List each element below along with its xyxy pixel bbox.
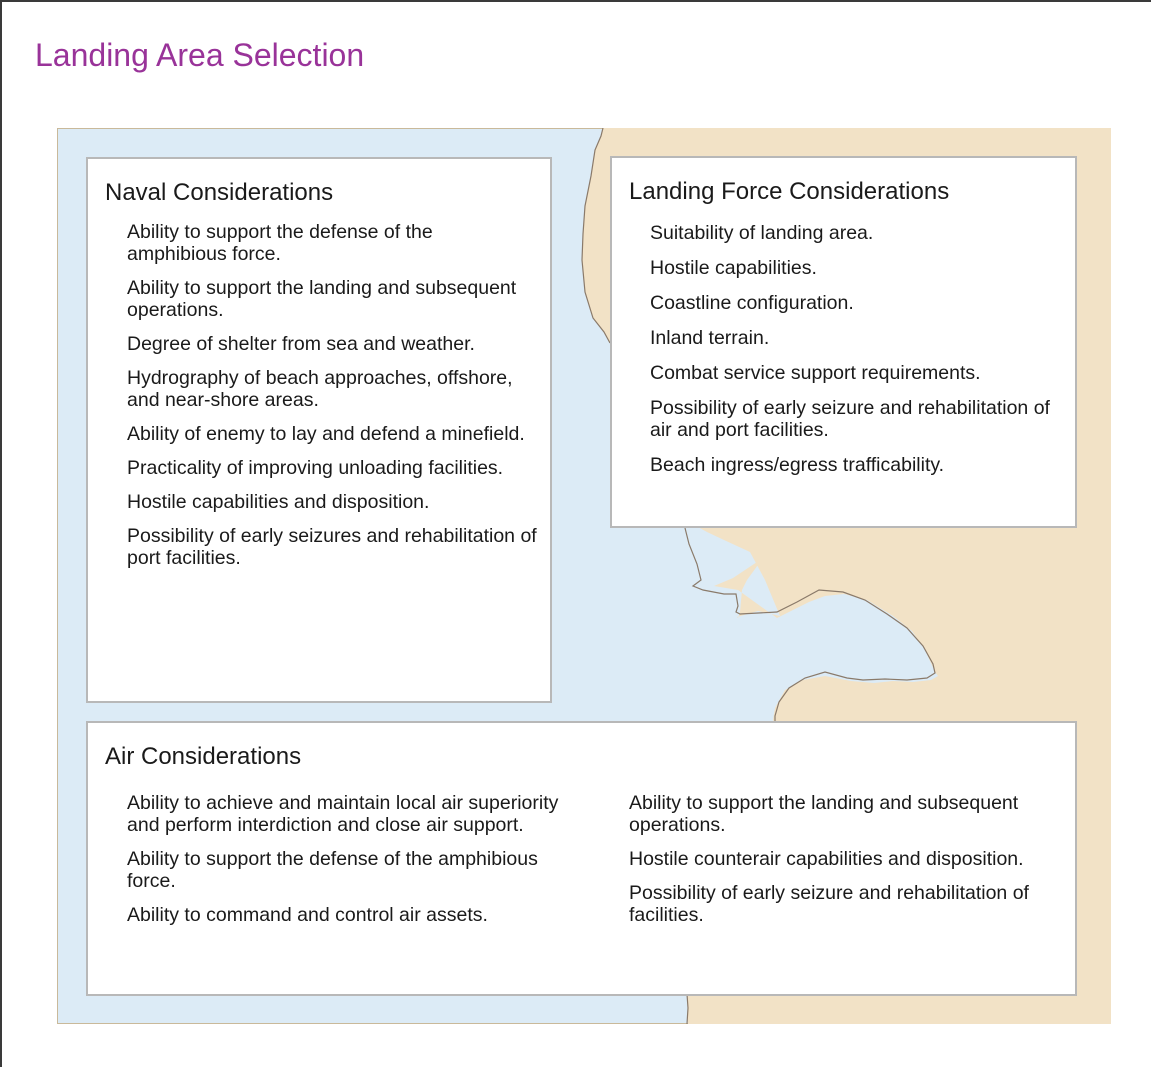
air-item: Hostile counterair capabilities and disp… [629, 848, 1024, 870]
naval-item: Degree of shelter from sea and weather. [127, 333, 475, 355]
naval-heading: Naval Considerations [105, 179, 334, 206]
naval-item: Hydrography of beach approaches, offshor… [127, 367, 513, 411]
naval-item: Ability to support the landing and subse… [127, 277, 517, 321]
naval-item: Ability to support the defense of the am… [127, 221, 433, 265]
landing-force-item: Inland terrain. [650, 327, 770, 349]
air-item: Ability to support the defense of the am… [127, 848, 538, 892]
naval-item: Ability of enemy to lay and defend a min… [127, 423, 525, 445]
naval-considerations-box: Naval Considerations Ability to support … [86, 157, 552, 703]
landing-force-item: Beach ingress/egress trafficability. [650, 454, 945, 476]
air-item: Ability to command and control air asset… [127, 904, 488, 926]
landing-force-considerations-box: Landing Force Considerations Suitability… [610, 156, 1077, 528]
air-list-right: Ability to support the landing and subse… [629, 792, 1049, 938]
landing-force-item: Combat service support requirements. [650, 362, 981, 384]
air-item: Ability to support the landing and subse… [629, 792, 1019, 836]
page-title: Landing Area Selection [35, 37, 365, 73]
naval-list: Ability to support the defense of the am… [127, 221, 537, 581]
air-list-left: Ability to achieve and maintain local ai… [127, 792, 587, 938]
landing-force-heading: Landing Force Considerations [629, 178, 950, 205]
air-heading: Air Considerations [105, 743, 302, 770]
landing-force-list: Suitability of landing area. Hostile cap… [650, 222, 1075, 489]
naval-item: Possibility of early seizures and rehabi… [127, 525, 537, 569]
landing-force-item: Possibility of early seizure and rehabil… [650, 397, 1050, 441]
air-item: Ability to achieve and maintain local ai… [127, 792, 559, 836]
landing-force-item: Hostile capabilities. [650, 257, 817, 279]
air-item: Possibility of early seizure and rehabil… [629, 882, 1029, 926]
landing-force-item: Coastline configuration. [650, 292, 854, 314]
naval-item: Practicality of improving unloading faci… [127, 457, 504, 479]
landing-force-item: Suitability of landing area. [650, 222, 874, 244]
coastline-south [686, 993, 689, 1024]
coastline [581, 128, 611, 344]
coastline-bay [684, 527, 936, 722]
naval-item: Hostile capabilities and disposition. [127, 491, 430, 513]
air-considerations-box: Air Considerations Ability to achieve an… [86, 721, 1077, 996]
